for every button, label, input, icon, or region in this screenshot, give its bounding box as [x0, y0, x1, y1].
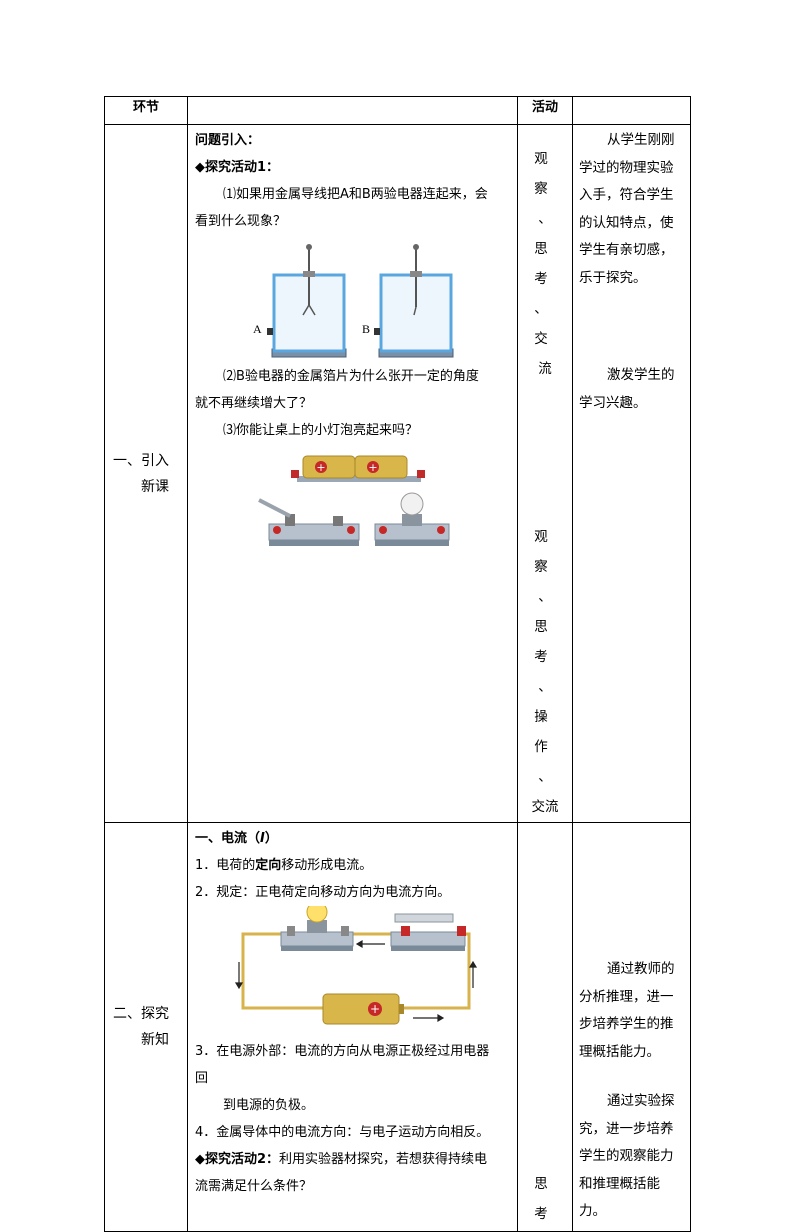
label-b: B — [362, 322, 370, 336]
current-title-pre: 一、电流（ — [195, 831, 261, 846]
question-3: ⑶你能让桌上的小灯泡亮起来吗？ — [223, 423, 419, 438]
point-1-bold: 定向 — [255, 858, 282, 873]
act2-line1: 观察 — [534, 529, 568, 575]
current-arrows — [234, 939, 478, 1023]
bulb-unit — [280, 906, 354, 951]
activity-cell-2: 思考 — [517, 822, 573, 1232]
note1-line5: 学生有亲切感， — [579, 242, 674, 258]
point-4: 4．金属导体中的电流方向：与电子运动方向相反。 — [195, 1125, 490, 1140]
note2-line2: 学习兴趣。 — [579, 394, 647, 411]
act2-line7: 交流 — [531, 799, 559, 815]
switch-unit — [390, 913, 466, 951]
act1-line3: 思考 — [534, 241, 568, 287]
point-3b: 回 — [195, 1071, 209, 1086]
act2-line5: 操作 — [534, 709, 568, 755]
note4-line2: 究，进一步培养 — [579, 1120, 674, 1137]
point-1-pre: 1．电荷的 — [195, 858, 256, 873]
note-cell-1: 从学生刚刚 学过的物理实验 入手，符合学生 的认知特点，使 学生有亲切感， 乐于… — [572, 124, 691, 823]
electroscope-figure: A B — [253, 244, 454, 358]
intro-title: 问题引入： — [195, 133, 261, 148]
stage-cell-2: 二、探究 新知 — [104, 822, 188, 1232]
header-activity: 活动 — [517, 96, 573, 125]
point-1-post: 移动形成电流。 — [281, 858, 373, 873]
stage-1-line1: 一、引入 — [113, 452, 169, 469]
note3-line2: 分析推理，进一 — [579, 988, 674, 1005]
battery-plus-3: + — [370, 1002, 380, 1016]
activity2-line: ◆探究活动2：利用实验器材探究，若想获得持续电 — [195, 1146, 511, 1173]
question-2b: 就不再继续增大了？ — [195, 396, 313, 411]
point-2: 2．规定：正电荷定向移动方向为电流方向。 — [195, 885, 451, 900]
question-1a: ⑴如果用金属导线把A和B两验电器连起来，会 — [223, 187, 488, 202]
note-cell-2: 通过教师的 分析推理，进一 步培养学生的推 理概括能力。 通过实验探 究，进一步… — [572, 822, 691, 1232]
act2-line2: 、 — [538, 589, 552, 605]
activity2-label: ◆探究活动2： — [195, 1152, 280, 1167]
current-title-post: ） — [264, 831, 278, 846]
act1-line4: 、交 — [534, 301, 568, 347]
label-a: A — [253, 322, 262, 336]
header-content — [187, 96, 518, 125]
header-stage: 环节 — [104, 96, 188, 125]
note4-line1: 通过实验探 — [607, 1093, 675, 1109]
point-3a: 3．在电源外部：电流的方向从电源正极经过用电器 — [195, 1044, 490, 1059]
question-1b: 看到什么现象？ — [195, 214, 287, 229]
note4-line3: 学生的观察能力 — [579, 1148, 674, 1164]
current-title-symbol: I — [260, 831, 265, 846]
note1-line2: 学过的物理实验 — [579, 159, 674, 176]
note1-line6: 乐于探究。 — [579, 269, 647, 286]
act2-line6: 、 — [538, 769, 552, 785]
note1-line1: 从学生刚刚 — [607, 132, 675, 148]
row-exploration: 二、探究 新知 一、电流（I） 1．电荷的定向移动形成电流。 2．规定：正电荷定… — [104, 822, 691, 1232]
header-row: 环节 活动 — [104, 96, 691, 125]
battery-holder: + + — [291, 455, 425, 482]
stage-2-line1: 二、探究 — [113, 1006, 169, 1022]
stage-cell-1: 一、引入 新课 — [104, 124, 188, 823]
lesson-table: 环节 活动 一、引入 新课 问题引入： ◆探究活动1： ⑴如果用金属导线把A和B… — [104, 96, 691, 1232]
content-cell-2: 一、电流（I） 1．电荷的定向移动形成电流。 2．规定：正电荷定向移动方向为电流… — [187, 822, 518, 1232]
note3-line3: 步培养学生的推 — [579, 1016, 674, 1032]
act1-line2: 、 — [538, 211, 552, 227]
note3-line1: 通过教师的 — [607, 961, 675, 977]
point-1: 1．电荷的定向移动形成电流。 — [195, 852, 511, 879]
circuit-figure: + — [234, 906, 478, 1025]
note2-line1: 激发学生的 — [607, 367, 675, 383]
circuit-parts-figure: + + — [258, 455, 450, 546]
note3-line4: 理概括能力。 — [579, 1043, 660, 1060]
bulb-holder — [374, 492, 450, 546]
note1-line4: 的认知特点，使 — [579, 214, 674, 231]
current-title: 一、电流（I） — [195, 825, 511, 852]
act2-line3: 思考 — [534, 619, 568, 665]
note4-line5: 力。 — [579, 1203, 606, 1219]
electroscope-b — [374, 244, 454, 358]
point-3c: 到电源的负极。 — [223, 1098, 315, 1113]
header-note — [572, 96, 691, 125]
act3-line1: 思考 — [534, 1176, 568, 1222]
battery-unit: + — [322, 993, 404, 1025]
activity2-line2: 流需满足什么条件？ — [195, 1179, 313, 1194]
activity1-label: ◆探究活动1： — [195, 160, 280, 175]
act1-line5: 流 — [538, 361, 552, 377]
content-cell-1: 问题引入： ◆探究活动1： ⑴如果用金属导线把A和B两验电器连起来，会 看到什么… — [187, 124, 518, 823]
battery-plus-2: + — [368, 461, 377, 474]
activity-cell-1: 观察 、 思考 、交 流 观察 、 思考 、 操作 、 交流 — [517, 124, 573, 823]
stage-2-line2: 新知 — [141, 1032, 169, 1048]
battery-plus-1: + — [316, 461, 325, 474]
note1-line3: 入手，符合学生 — [579, 187, 674, 203]
knife-switch — [258, 498, 360, 546]
note4-line4: 和推理概括能 — [579, 1175, 660, 1192]
activity2-text-a: 利用实验器材探究，若想获得持续电 — [279, 1152, 488, 1167]
act1-line1: 观察 — [534, 151, 568, 197]
electroscope-a — [267, 244, 347, 358]
stage-1-line2: 新课 — [141, 478, 169, 495]
act2-line4: 、 — [538, 679, 552, 695]
row-introduction: 一、引入 新课 问题引入： ◆探究活动1： ⑴如果用金属导线把A和B两验电器连起… — [104, 124, 691, 823]
question-2a: ⑵B验电器的金属箔片为什么张开一定的角度 — [223, 369, 479, 384]
